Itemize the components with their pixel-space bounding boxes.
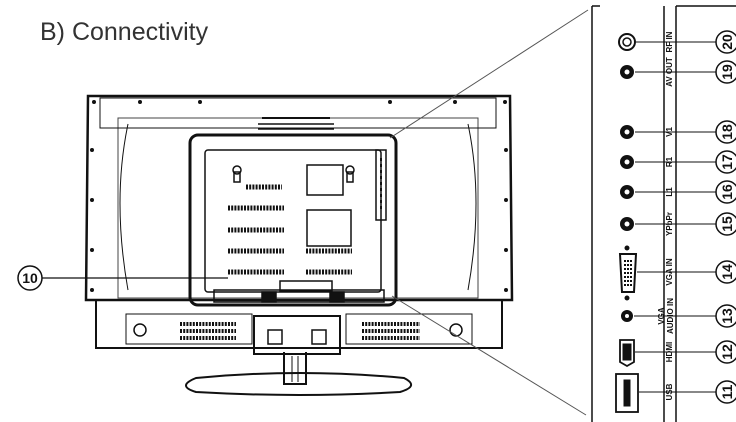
- port-label-rf-in: RF IN: [665, 31, 674, 52]
- port-number-12: 12: [719, 344, 735, 360]
- port-number-20: 20: [719, 34, 735, 50]
- port-label-usb: USB: [665, 383, 674, 400]
- callout-10-number: 10: [22, 270, 38, 286]
- port-label-vga-audio-line2: AUDIO IN: [666, 298, 675, 334]
- port-number-11: 11: [719, 384, 735, 399]
- coax-connector-icon: [618, 33, 636, 51]
- port-number-17: 17: [719, 154, 735, 170]
- port-label-v1: V1: [665, 127, 674, 137]
- port-label-vga-in: VGA IN: [665, 258, 674, 285]
- hdmi-connector-icon: [619, 339, 635, 368]
- port-label-hdmi: HDMI: [665, 342, 674, 362]
- port-number-19: 19: [719, 64, 735, 80]
- cover-vent-slots: [228, 184, 352, 275]
- port-leader-lines: [634, 41, 716, 393]
- rca-jack-icon: [620, 65, 634, 231]
- zoom-leader-lines: [389, 9, 589, 416]
- diagram-heading: B) Connectivity: [40, 18, 209, 46]
- cover-side-port-strip: [375, 149, 387, 221]
- usb-connector-icon: [615, 373, 639, 413]
- back-cover: [188, 133, 398, 307]
- port-number-18: 18: [719, 124, 735, 140]
- callout-10: 10: [17, 265, 228, 291]
- connector-panel: [591, 5, 736, 422]
- tv-back-panel: [84, 94, 514, 302]
- tv-border-screws: [90, 100, 508, 292]
- port-label-vga-audio-line1: VGA: [657, 307, 666, 325]
- tv-stand: [185, 315, 412, 396]
- port-number-16: 16: [719, 184, 735, 200]
- port-label-av-out: AV OUT: [665, 57, 674, 87]
- port-label-ypbpr: YPbPr: [665, 212, 674, 236]
- port-number-13: 13: [719, 308, 735, 324]
- cover-bottom-bar: [213, 280, 385, 303]
- port-number-15: 15: [719, 216, 735, 232]
- vga-connector-icon: [618, 245, 638, 301]
- port-number-badges: [715, 30, 736, 404]
- speaker-bar: [95, 299, 503, 349]
- port-label-r1: R1: [665, 156, 674, 167]
- rating-label-plate: [258, 117, 334, 130]
- port-label-l1: L1: [665, 187, 674, 197]
- port-number-14: 14: [719, 264, 735, 280]
- audio-jack-icon: [621, 310, 633, 322]
